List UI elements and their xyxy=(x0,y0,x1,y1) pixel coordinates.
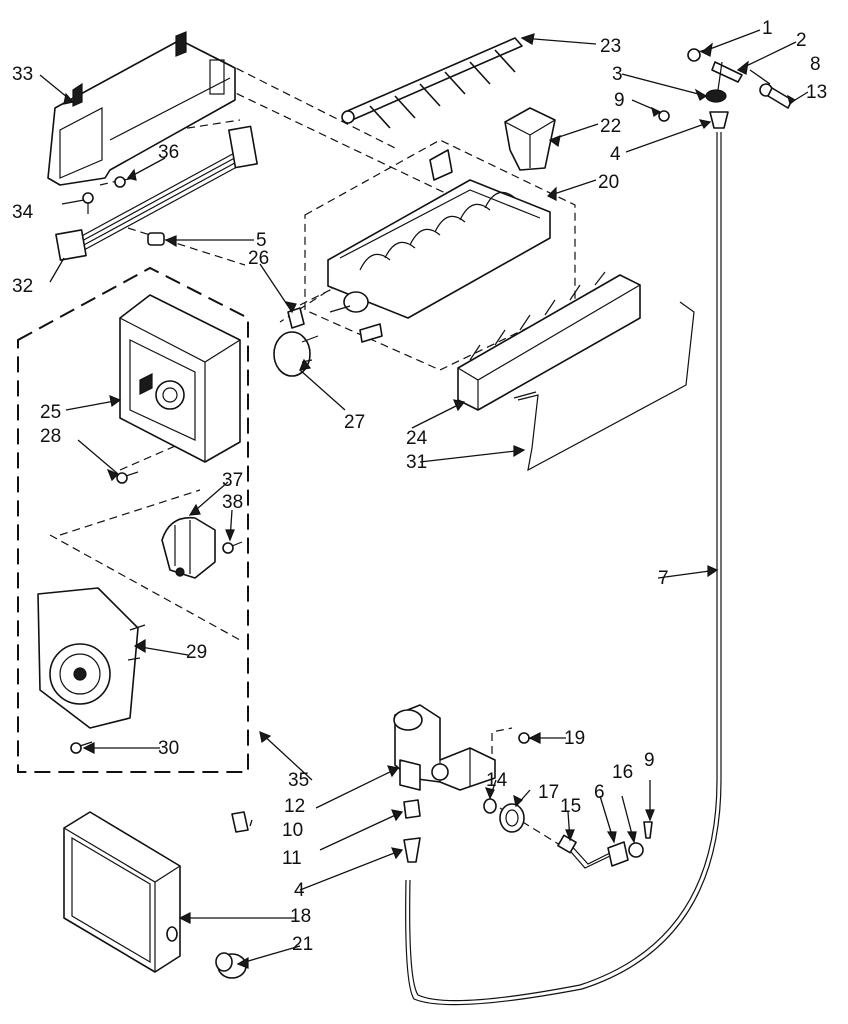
callout-11: 11 xyxy=(282,848,302,869)
part-37-motor xyxy=(161,516,216,579)
callout-17: 17 xyxy=(538,782,559,803)
part-4-ferrule-bottom xyxy=(403,837,421,863)
callout-32: 32 xyxy=(12,276,33,297)
callout-9: 9 xyxy=(614,90,625,111)
part-5-clip xyxy=(147,232,165,246)
callout-36: 36 xyxy=(158,142,179,163)
part-18-front-cover xyxy=(63,811,181,973)
callout-7: 7 xyxy=(658,568,669,589)
part-26-clip xyxy=(287,307,305,329)
callout-26: 26 xyxy=(248,248,269,269)
part-29-support-plate xyxy=(37,587,146,729)
part-9-screw-bottom xyxy=(643,821,653,839)
callout-34: 34 xyxy=(12,202,34,223)
callout-4: 4 xyxy=(294,880,305,901)
callout-1: 1 xyxy=(762,18,773,39)
part-16-fitting xyxy=(628,842,644,858)
callout-38: 38 xyxy=(222,492,243,513)
callout-15: 15 xyxy=(560,796,581,817)
leader-lines xyxy=(39,29,809,969)
part-4-ferrule-top xyxy=(709,111,729,129)
callout-10: 10 xyxy=(282,820,303,841)
callout-6: 6 xyxy=(594,782,605,803)
callout-24: 24 xyxy=(406,428,428,449)
callout-28: 28 xyxy=(40,426,61,447)
part-3-inlet-fitting xyxy=(705,89,727,103)
part-6-clamp xyxy=(607,841,629,867)
part-10-water-valve xyxy=(393,704,496,791)
assembly-35-boundary xyxy=(17,266,249,773)
part-36-screw xyxy=(114,176,135,188)
part-17-nut xyxy=(499,803,525,833)
callout-9: 9 xyxy=(644,750,655,771)
part-32-wire-harness xyxy=(55,125,258,261)
part-38-screw xyxy=(222,541,243,554)
callout-19: 19 xyxy=(564,728,585,749)
callout-18: 18 xyxy=(290,906,311,927)
part-34-screw xyxy=(82,192,94,214)
callout-25: 25 xyxy=(40,402,61,423)
part-25-control-housing xyxy=(119,294,241,463)
callout-35: 35 xyxy=(288,770,309,791)
callout-21: 21 xyxy=(292,934,313,955)
part-28-screw xyxy=(116,471,139,484)
part-20-ice-mold xyxy=(327,149,551,343)
callout-14: 14 xyxy=(486,770,508,791)
callout-3: 3 xyxy=(612,64,623,85)
part-27-thermostat xyxy=(273,331,319,377)
callout-30: 30 xyxy=(158,738,179,759)
part-23-ejector-blade xyxy=(341,37,523,129)
callout-8: 8 xyxy=(810,54,821,75)
callout-13: 13 xyxy=(806,82,827,103)
part-22-stripper-cover xyxy=(504,107,556,171)
part-11-nut xyxy=(403,799,421,819)
part-2-fill-tube-clamp xyxy=(711,61,743,91)
callout-33: 33 xyxy=(12,64,33,85)
part-13-fitting xyxy=(767,87,793,109)
part-7-water-tube xyxy=(409,132,718,1002)
part-24-stripper xyxy=(457,271,641,411)
callout-16: 16 xyxy=(612,762,633,783)
callout-23: 23 xyxy=(600,36,621,57)
callout-2: 2 xyxy=(796,30,807,51)
callout-31: 31 xyxy=(406,452,427,473)
callout-20: 20 xyxy=(598,172,619,193)
part-15-inlet-tube xyxy=(557,834,613,869)
part-9-screw-top xyxy=(658,110,670,122)
part-30-screw xyxy=(70,741,93,754)
part-33-mounting-plate xyxy=(47,31,236,186)
part-31-shutoff-arm xyxy=(517,301,695,472)
callout-5: 5 xyxy=(256,230,267,251)
part-14-washer xyxy=(483,798,497,814)
callout-37: 37 xyxy=(222,470,243,491)
callout-12: 12 xyxy=(284,796,305,817)
callout-4: 4 xyxy=(610,144,621,165)
callout-29: 29 xyxy=(186,642,207,663)
part-12-wire-nut xyxy=(231,811,249,833)
callout-27: 27 xyxy=(344,412,365,433)
callout-22: 22 xyxy=(600,116,621,137)
